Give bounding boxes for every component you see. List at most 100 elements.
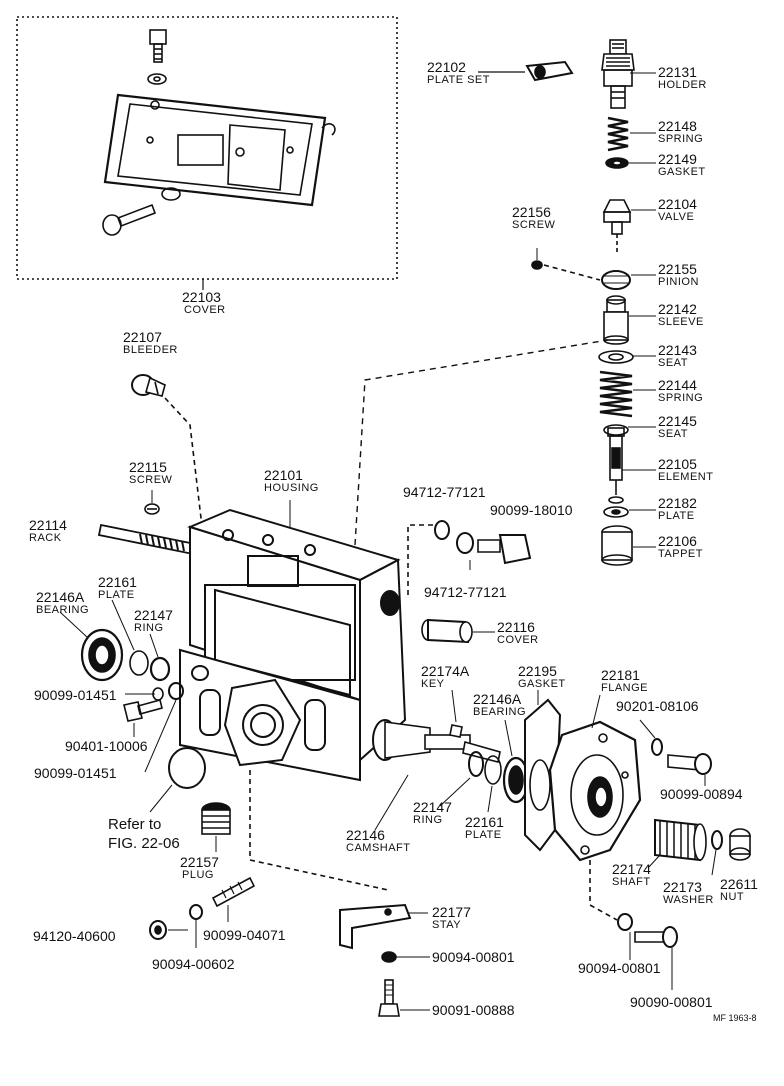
part-name-stay: STAY — [432, 919, 462, 931]
part-number-22149: 22149 — [658, 151, 697, 167]
part-name-spring: SPRING — [658, 133, 704, 145]
part-name-pinion: PINION — [658, 276, 699, 288]
part-number-22156: 22156 — [512, 204, 551, 220]
part-number-22611: 22611 — [720, 876, 758, 892]
part-number-22105: 22105 — [658, 456, 697, 472]
part-name-spring-large: SPRING — [658, 392, 704, 404]
seat-lower-icon — [603, 424, 629, 436]
part-number-90099-01451-a: 90099-01451 — [34, 687, 117, 703]
cover-clip-icon — [321, 123, 336, 136]
part-name-element: ELEMENT — [658, 471, 714, 483]
part-name-washer: WASHER — [663, 894, 714, 906]
bearing-right-icon — [502, 756, 530, 804]
part-name-gasket-flange: GASKET — [518, 678, 566, 690]
part-number-22174a: 22174A — [421, 663, 470, 679]
part-number-90099-00894: 90099-00894 — [660, 786, 743, 802]
plug-icon — [201, 802, 231, 835]
part-number-90201-08106: 90201-08106 — [616, 698, 699, 714]
nut-washer-icon — [189, 904, 203, 920]
valve-icon — [602, 199, 632, 255]
bearing-icon — [80, 628, 124, 682]
part-number-22148: 22148 — [658, 118, 697, 134]
stud-bolt-icon — [211, 876, 256, 908]
part-number-22107: 22107 — [123, 329, 162, 345]
cover-washer-icon — [147, 73, 167, 85]
small-screw-icon — [531, 260, 543, 270]
ring-right-icon — [468, 751, 484, 777]
element-icon — [609, 435, 623, 495]
part-number-22146a-left: 22146A — [36, 589, 85, 605]
cover-plate-icon — [103, 93, 327, 207]
union-bolt-icon — [477, 534, 532, 565]
part-number-22131: 22131 — [658, 64, 697, 80]
figure-code: MF 1963-8 — [713, 1013, 757, 1023]
part-name-camshaft: CAMSHAFT — [346, 842, 411, 854]
part-number-90401-10006: 90401-10006 — [65, 738, 148, 754]
part-name-holder: HOLDER — [658, 79, 707, 91]
washer-right-icon — [711, 830, 723, 850]
part-number-22161-left: 22161 — [98, 574, 137, 590]
part-number-90091-00888: 90091-00888 — [432, 1002, 515, 1018]
part-number-22155: 22155 — [658, 261, 697, 277]
right-spring-washer-icon — [651, 738, 663, 756]
part-number-22106: 22106 — [658, 533, 697, 549]
part-name-seat-lower: SEAT — [658, 428, 688, 440]
cover-cap-icon — [421, 618, 473, 644]
part-name-cover-cap: COVER — [497, 634, 539, 646]
flange-icon — [548, 720, 642, 862]
part-name-shaft: SHAFT — [612, 876, 651, 888]
bolt-left-icon — [123, 699, 163, 722]
part-name-bearing-right: BEARING — [473, 706, 527, 718]
part-number-22116: 22116 — [497, 619, 535, 635]
sleeve-icon — [603, 295, 629, 345]
part-number-22195: 22195 — [518, 663, 557, 679]
part-number-94712-77121-b: 94712-77121 — [424, 584, 507, 600]
flange-washer-icon — [617, 913, 633, 931]
part-name-rack-screw: SCREW — [129, 474, 173, 486]
part-number-22102: 22102 — [427, 59, 466, 75]
part-number-22174: 22174 — [612, 861, 651, 877]
spring-large-icon — [599, 370, 633, 418]
part-name-cover: COVER — [184, 304, 226, 316]
seal-washer-b-icon — [456, 532, 474, 554]
part-number-22182: 22182 — [658, 495, 697, 511]
part-number-22177: 22177 — [432, 904, 471, 920]
part-name-plate-left: PLATE — [98, 589, 135, 601]
o-ring-icon — [168, 747, 206, 789]
part-number-22145: 22145 — [658, 413, 697, 429]
part-name-gasket: GASKET — [658, 166, 706, 178]
part-name-plate-right: PLATE — [465, 829, 502, 841]
part-number-94712-77121-a: 94712-77121 — [403, 484, 486, 500]
part-number-22181: 22181 — [601, 667, 640, 683]
part-number-90094-00801-b: 90094-00801 — [578, 960, 661, 976]
part-number-90094-00801-a: 90094-00801 — [432, 949, 515, 965]
holder-icon — [601, 39, 635, 109]
part-name-bearing-left: BEARING — [36, 604, 90, 616]
part-number-94120-40600: 94120-40600 — [33, 928, 116, 944]
part-name-tappet: TAPPET — [658, 548, 703, 560]
part-name-screw: SCREW — [512, 219, 556, 231]
refer-figure-text: FIG. 22-06 — [108, 835, 180, 852]
part-name-valve: VALVE — [658, 211, 695, 223]
nut-right-icon — [729, 828, 751, 861]
part-name-nut: NUT — [720, 891, 745, 903]
part-name-plate: PLATE — [658, 510, 695, 522]
spring-icon — [607, 116, 629, 152]
part-number-90099-04071: 90099-04071 — [203, 927, 286, 943]
housing-icon — [179, 508, 407, 782]
stay-washer-icon — [381, 951, 397, 963]
stay-bolt-icon — [378, 979, 400, 1017]
part-number-22147-right: 22147 — [413, 799, 452, 815]
part-number-22104: 22104 — [658, 196, 697, 212]
lock-washer-icon — [168, 682, 184, 700]
tappet-icon — [601, 525, 633, 566]
part-number-90090-00801: 90090-00801 — [630, 994, 713, 1010]
part-name-plate-set: PLATE SET — [427, 74, 490, 86]
part-name-housing: HOUSING — [264, 482, 319, 494]
part-name-ring-right: RING — [413, 814, 443, 826]
right-screw-icon — [667, 753, 712, 775]
cover-inset-frame — [16, 16, 398, 280]
refer-to-text: Refer to — [108, 816, 162, 833]
cover-lower-washer-icon — [161, 187, 181, 201]
